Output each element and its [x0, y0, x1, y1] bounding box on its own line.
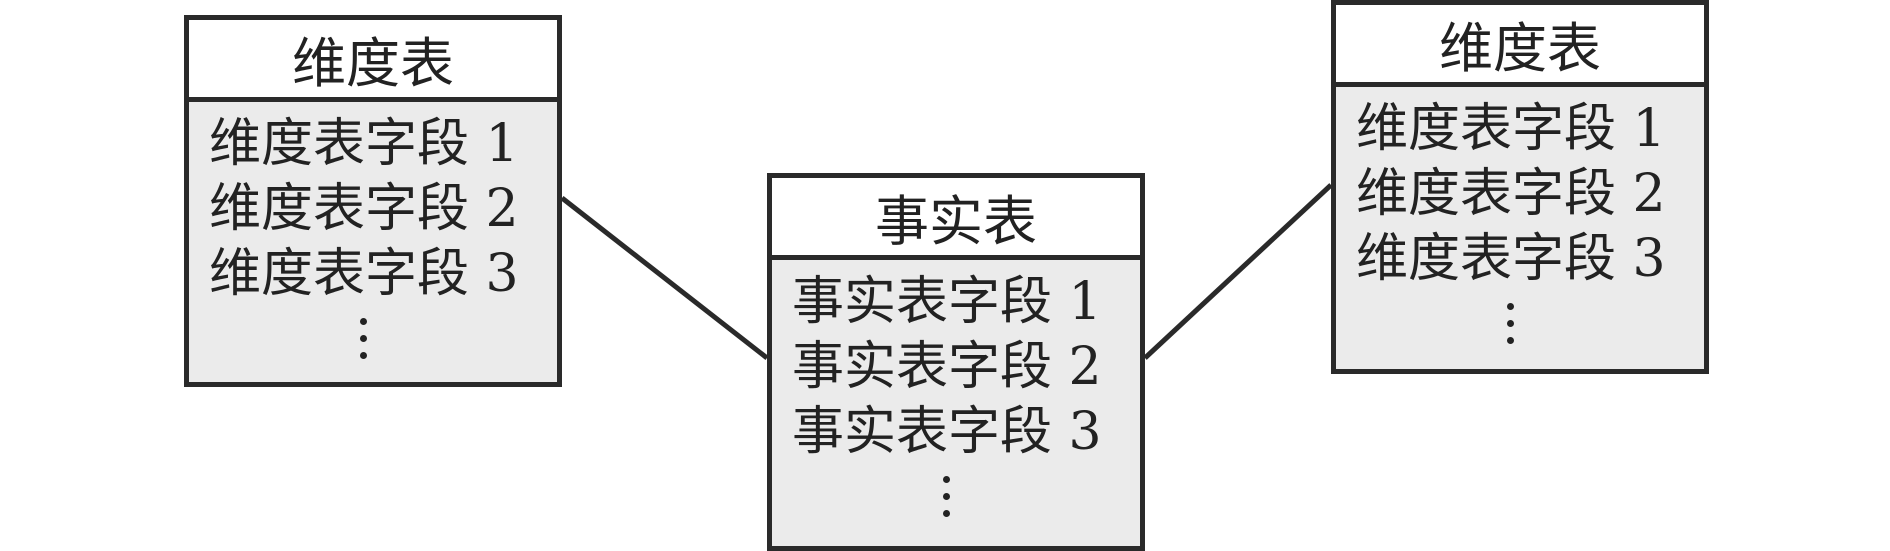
table-field: 维度表字段 1	[1356, 99, 1666, 159]
more-fields-ellipsis	[189, 307, 537, 364]
table-fields: 维度表字段 1 维度表字段 2 维度表字段 3	[1336, 87, 1704, 349]
more-fields-ellipsis	[772, 465, 1120, 522]
table-title: 事实表	[772, 178, 1140, 260]
table-field: 维度表字段 2	[1356, 164, 1666, 224]
table-field: 事实表字段 3	[792, 402, 1102, 462]
table-field: 事实表字段 1	[792, 272, 1102, 332]
link-left-dim-to-fact	[560, 196, 769, 360]
table-field: 维度表字段 2	[209, 179, 519, 239]
table-fields: 事实表字段 1 事实表字段 2 事实表字段 3	[772, 260, 1140, 522]
table-title: 维度表	[189, 20, 557, 102]
table-field: 维度表字段 1	[209, 114, 519, 174]
fact-table: 事实表 事实表字段 1 事实表字段 2 事实表字段 3	[767, 173, 1145, 551]
dimension-table-right: 维度表 维度表字段 1 维度表字段 2 维度表字段 3	[1331, 0, 1709, 374]
table-field: 维度表字段 3	[1356, 229, 1666, 289]
link-fact-to-right-dim	[1143, 183, 1333, 360]
table-field: 维度表字段 3	[209, 244, 519, 304]
table-title: 维度表	[1336, 5, 1704, 87]
more-fields-ellipsis	[1336, 292, 1684, 349]
table-fields: 维度表字段 1 维度表字段 2 维度表字段 3	[189, 102, 557, 364]
dimension-table-left: 维度表 维度表字段 1 维度表字段 2 维度表字段 3	[184, 15, 562, 387]
table-field: 事实表字段 2	[792, 337, 1102, 397]
